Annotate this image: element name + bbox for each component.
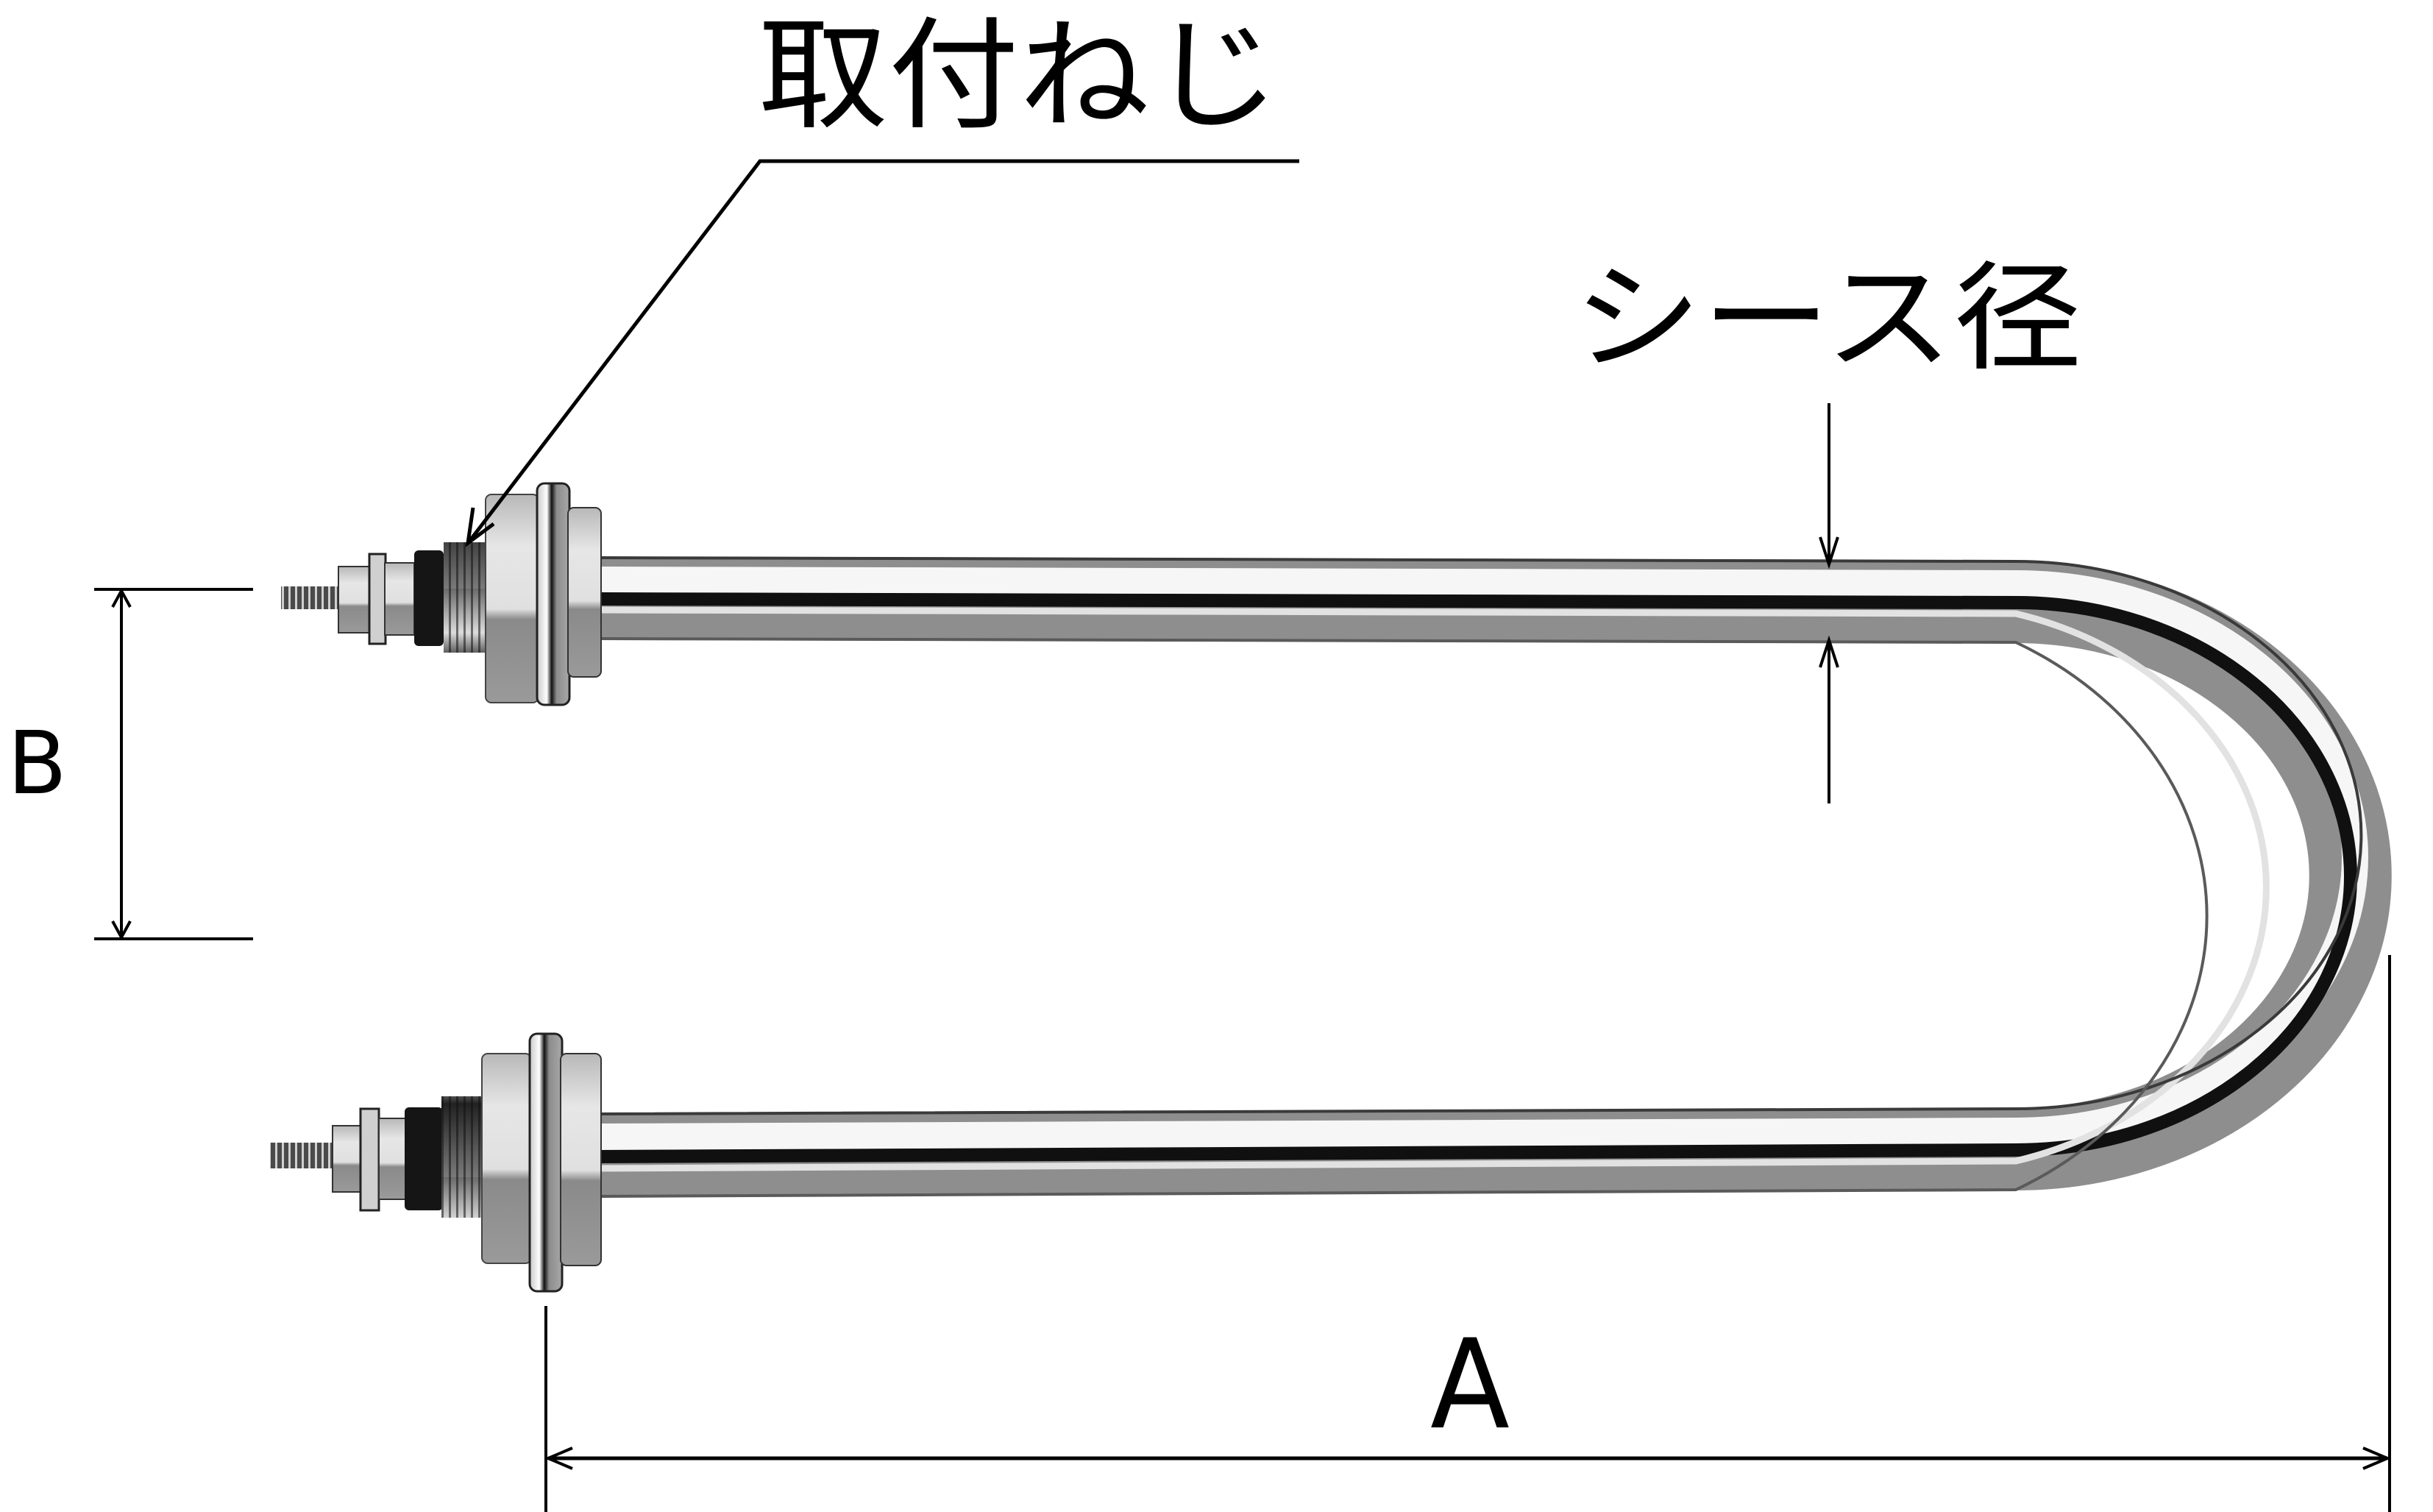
terminal-lock-nut bbox=[384, 562, 415, 636]
gasket bbox=[414, 550, 444, 646]
a-label: A bbox=[1430, 1313, 1510, 1457]
mounting-thread-callout: 取付ねじ bbox=[465, 5, 1299, 547]
top-terminal-fitting bbox=[281, 482, 602, 706]
dimension-b: B bbox=[7, 587, 253, 941]
pipe-highlight bbox=[599, 567, 2368, 1150]
b-label: B bbox=[7, 712, 67, 814]
leader-arrowhead-icon bbox=[465, 507, 495, 547]
mounting-thread bbox=[444, 542, 486, 653]
sheath-top-arrowhead-icon bbox=[1819, 536, 1839, 569]
a-right-arrowhead-icon bbox=[2362, 1447, 2392, 1470]
pipe-body bbox=[599, 557, 2392, 1196]
sheath-bottom-arrowhead-icon bbox=[1819, 635, 1839, 668]
mounting-flange bbox=[528, 1032, 564, 1293]
flange-hex bbox=[560, 1053, 602, 1266]
leader-line bbox=[469, 159, 1299, 541]
mounting-thread bbox=[441, 1096, 482, 1218]
terminal-lock-nut bbox=[378, 1118, 406, 1200]
terminal-stud bbox=[281, 586, 340, 609]
gasket bbox=[405, 1107, 443, 1210]
mounting-flange bbox=[536, 482, 571, 706]
mounting-hex-nut bbox=[481, 1053, 532, 1264]
bottom-terminal-fitting bbox=[270, 1032, 602, 1293]
flange-hex bbox=[567, 507, 602, 678]
pipe-lower-highlight bbox=[599, 606, 2270, 1172]
pipe-dark-band bbox=[599, 592, 2357, 1163]
pipe-inner-edge bbox=[599, 637, 2209, 1198]
terminal-nut bbox=[332, 1125, 363, 1193]
terminal-nut bbox=[338, 566, 370, 633]
sheath-diameter-callout: シース径 bbox=[1573, 249, 2082, 803]
heater-sheath-pipe bbox=[599, 556, 2392, 1198]
b-bottom-arrowhead-icon bbox=[111, 920, 132, 941]
terminal-stud bbox=[270, 1143, 334, 1168]
terminal-washer bbox=[359, 1107, 380, 1212]
mounting-thread-label: 取付ねじ bbox=[758, 5, 1280, 146]
dimension-a: A bbox=[544, 955, 2392, 1512]
sheath-diameter-label: シース径 bbox=[1573, 249, 2082, 387]
terminal-washer bbox=[368, 553, 387, 645]
b-top-arrowhead-icon bbox=[111, 587, 132, 608]
pipe-outer-edge bbox=[599, 556, 2363, 1115]
a-left-arrowhead-icon bbox=[544, 1447, 573, 1470]
